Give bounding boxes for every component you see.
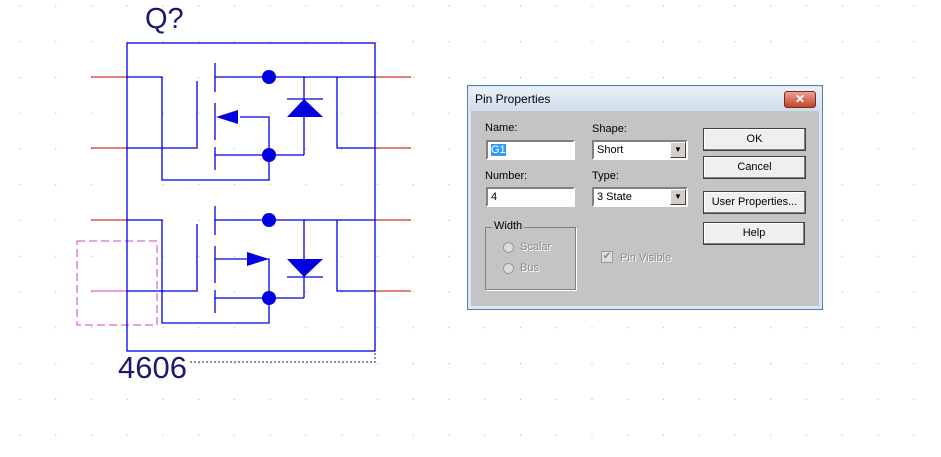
selection-box xyxy=(76,240,158,326)
bus-radio[interactable] xyxy=(503,263,514,274)
reference-designator[interactable]: Q? xyxy=(145,3,184,35)
pins[interactable] xyxy=(91,76,411,292)
close-icon: ✕ xyxy=(794,92,806,106)
pin-properties-dialog: Pin Properties ✕ Name: G1 Number: 4 Shap… xyxy=(467,85,823,310)
scalar-radio[interactable] xyxy=(503,242,514,253)
arrow-right-icon xyxy=(247,252,269,266)
bus-label: Bus xyxy=(520,262,539,274)
type-select[interactable]: 3 State ▼ xyxy=(592,187,688,207)
title-bar[interactable]: Pin Properties ✕ xyxy=(469,87,821,111)
diode-up-icon xyxy=(287,99,323,117)
close-button[interactable]: ✕ xyxy=(784,91,816,108)
help-button[interactable]: Help xyxy=(703,222,805,245)
number-label: Number: xyxy=(485,170,528,182)
shape-label: Shape: xyxy=(592,123,627,135)
chevron-down-icon[interactable]: ▼ xyxy=(670,142,686,158)
type-label: Type: xyxy=(592,170,619,182)
junctions xyxy=(216,70,323,305)
width-group: Width Scalar Bus xyxy=(485,220,576,290)
dialog-title: Pin Properties xyxy=(475,92,551,106)
part-value[interactable]: 4606 xyxy=(118,350,187,385)
shape-value: Short xyxy=(597,144,624,156)
name-value: G1 xyxy=(491,144,506,156)
cancel-button[interactable]: Cancel xyxy=(703,156,806,179)
ok-button[interactable]: OK xyxy=(703,128,806,151)
pin-visible-label: Pin Visible xyxy=(620,252,672,264)
shape-select[interactable]: Short ▼ xyxy=(592,140,688,160)
number-input[interactable]: 4 xyxy=(486,187,575,207)
user-properties-button[interactable]: User Properties... xyxy=(703,191,806,214)
diode-down-icon xyxy=(287,259,323,277)
name-input[interactable]: G1 xyxy=(486,140,575,160)
arrow-left-icon xyxy=(216,110,238,124)
scalar-label: Scalar xyxy=(520,241,552,253)
chevron-down-icon[interactable]: ▼ xyxy=(670,189,686,205)
pin-visible-checkbox[interactable]: ✔ xyxy=(601,251,613,263)
name-label: Name: xyxy=(485,122,518,134)
value-bounds xyxy=(190,351,376,363)
mosfet-bottom xyxy=(127,206,375,324)
width-label: Width xyxy=(492,220,525,232)
component-body[interactable] xyxy=(126,42,376,352)
type-value: 3 State xyxy=(597,191,632,203)
